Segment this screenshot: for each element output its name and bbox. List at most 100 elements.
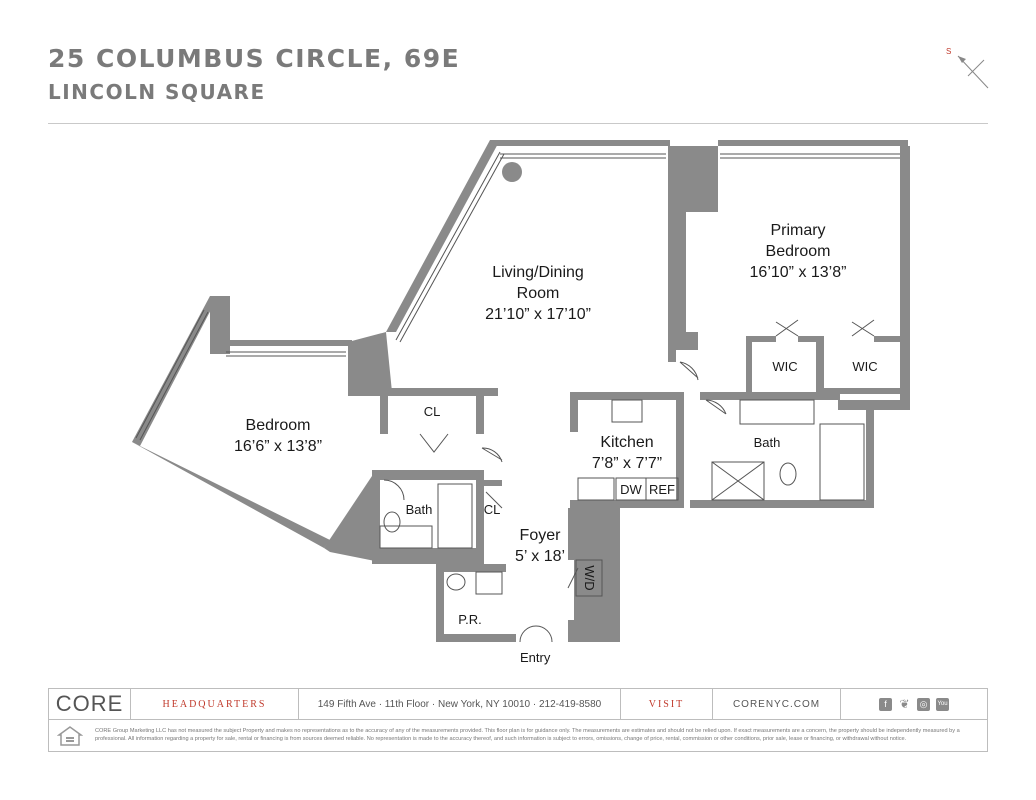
washer-dryer-label: W/D [582,565,597,591]
wic2-bottom [824,388,902,394]
wic-left-wall [746,336,752,394]
social-icons: f ❦ ◎ You [879,696,949,711]
foyer-label: Foyer 5’ x 18’ [490,525,590,567]
wic1-top-wall [746,336,776,342]
entry-label: Entry [520,650,551,665]
kitchen-label: Kitchen 7’8” x 7’7” [562,432,692,474]
living-dims: 21’10” x 17’10” [485,306,591,323]
foyer-dims: 5’ x 18’ [514,548,566,565]
equal-housing-icon [57,726,83,746]
twitter-icon[interactable]: ❦ [899,696,910,711]
pr-toilet [446,573,466,591]
primary-toilet [779,462,797,486]
bath2-tub [437,483,473,549]
powder-room-label: P.R. [458,612,482,627]
footer-web-cell: CORENYC.COM [713,689,841,719]
bath-left-wedge [324,476,380,562]
primary-bedroom-label: Primary Bedroom 16’10” x 13’8” [718,220,878,283]
closet-bedroom-label: CL [423,404,441,419]
compass-icon: S [946,47,989,89]
pr-left-wall [436,564,444,642]
compass-south-label: S [946,47,951,56]
bedroom-closet-right [476,396,484,434]
walls [132,140,910,642]
primary-vanity [739,399,815,425]
fixtures [379,399,865,597]
wic-divider [816,336,824,394]
bedroom-label: Bedroom 16’6” x 13’8” [198,415,358,457]
footer-visit-cell: VISIT [621,689,713,719]
living-left-column [348,332,392,392]
visit-label: VISIT [648,698,685,710]
refrigerator-label: REF [649,482,675,497]
dishwasher-label: DW [620,482,642,497]
disclaimer-text: CORE Group Marketing LLC has not measure… [95,728,960,742]
footer-hq-cell: HEADQUARTERS [131,689,299,719]
primary-tub [819,423,865,501]
bath-primary-label: Bath [753,435,781,450]
kitchen-right-wall [676,392,684,504]
bedroom-left-diagonal-wall [132,296,216,446]
kitchen-top-wall [570,392,680,400]
foyer-name: Foyer [519,527,561,544]
structural-column [502,162,522,182]
kitchen-range [611,399,643,423]
living-name-1: Living/Dining [492,264,584,281]
living-top-wall [490,140,670,146]
wic1-label: WIC [772,359,798,374]
ref-box [645,477,679,501]
central-column [668,146,718,362]
primary-name-2: Bedroom [765,243,831,260]
footer-address-cell: 149 Fifth Ave · 11th Floor · New York, N… [299,689,621,719]
bath2-toilet [383,511,401,533]
pr-sink [475,571,503,595]
primary-dims: 16’10” x 13’8” [749,264,847,281]
facebook-icon[interactable]: f [879,697,892,711]
bedroom-top-notch [210,296,230,354]
pr-bottom-wall [436,634,516,642]
core-logo[interactable]: CORE [55,691,124,716]
page-title: 25 COLUMBUS CIRCLE, 69E [48,44,461,73]
floor-plan [132,140,910,643]
kitchen-bottom-wall [570,500,684,508]
kitchen-sink [577,477,615,501]
primary-top-wall [718,140,908,146]
wic2-top-wall [874,336,902,342]
bath2-right-wall [476,470,484,564]
bedroom-bottom-wall [132,442,330,548]
headquarters-label: HEADQUARTERS [162,698,267,710]
bedroom-dims: 16’6” x 13’8” [233,438,323,455]
wic2-label: WIC [852,359,878,374]
bedroom-closet-wall [380,396,388,434]
kitchen-left-wall [570,392,578,432]
living-room-label: Living/Dining Room 21’10” x 17’10” [458,262,618,325]
footer-social-cell: f ❦ ◎ You [841,689,987,719]
bath2-bottom-wall [372,548,482,564]
header-divider [48,123,988,124]
primary-name-1: Primary [770,222,826,239]
living-name-2: Room [516,285,560,302]
primary-right-wall [900,146,910,410]
living-diagonal-wall [386,140,500,332]
bath-second-label: Bath [405,502,433,517]
bath2-top-wall [372,470,478,480]
pr-top-wall [436,564,506,572]
windows [135,151,900,441]
primary-bottom-wall [838,400,910,410]
website-link[interactable]: CORENYC.COM [732,698,821,710]
primary-shower [711,461,765,501]
bath2-vanity [379,525,433,549]
doors [383,319,875,643]
footer-logo-cell: CORE [49,689,131,719]
kitchen-name: Kitchen [600,434,654,451]
bedroom-living-divider [348,388,498,396]
youtube-icon[interactable]: You [936,697,949,711]
kitchen-dims: 7’8” x 7’7” [591,455,663,472]
footer: CORE HEADQUARTERS 149 Fifth Ave · 11th F… [48,688,988,752]
primary-bath-top-wall [700,392,840,400]
footer-row: CORE HEADQUARTERS 149 Fifth Ave · 11th F… [49,689,987,720]
primary-bath-right-wall [866,410,874,508]
wic1-right-top [798,336,824,342]
foyer-closet-wall [478,480,502,486]
instagram-icon[interactable]: ◎ [917,697,930,711]
